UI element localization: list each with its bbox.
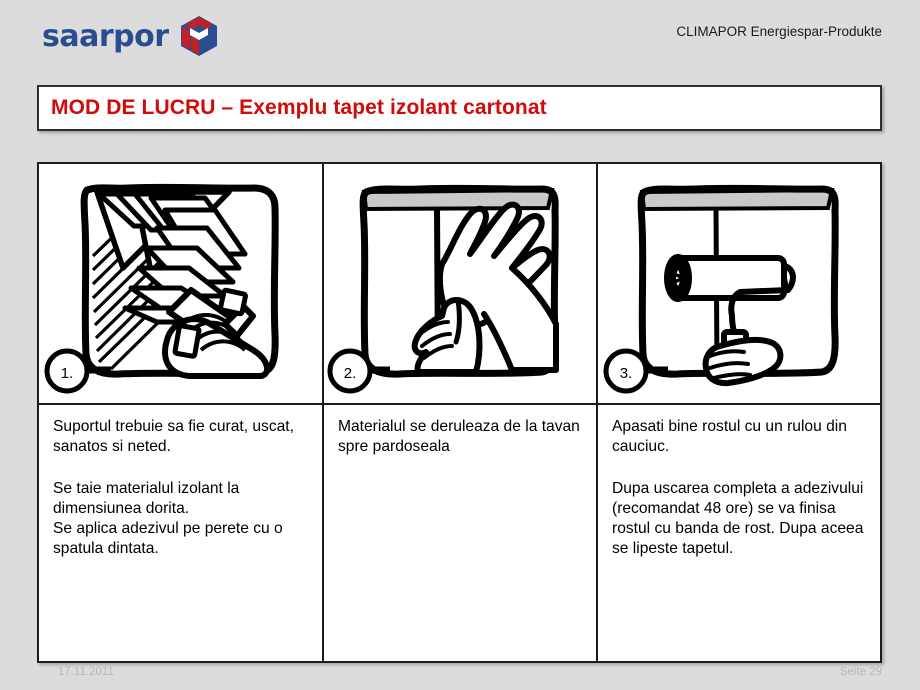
step-1-number: 1. [61, 365, 74, 382]
step-column-3: 3. Apasati bine rostul cu un rulou din c… [598, 164, 880, 661]
header-product-label: CLIMAPOR Energiespar-Produkte [676, 24, 882, 39]
steps-table: 1. Suportul trebuie sa fie curat, uscat,… [37, 162, 882, 663]
step-3-paragraph-1: Apasati bine rostul cu un rulou din cauc… [612, 418, 847, 456]
page-title: MOD DE LUCRU – Exemplu tapet izolant car… [51, 96, 547, 119]
two-hands-unrolling-wallpaper-from-ceiling-icon: 2. [327, 184, 559, 394]
step-column-2: 2. Materialul se deruleaza de la tavan s… [322, 164, 598, 661]
logo-wordmark: saarpor [42, 19, 169, 54]
brand-logo: saarpor [42, 16, 220, 58]
step-column-1: 1. Suportul trebuie sa fie curat, uscat,… [39, 164, 322, 661]
step-3-paragraph-2: Dupa uscarea completa a adezivului (reco… [612, 479, 864, 558]
saarpor-diamond-logo-icon [178, 15, 220, 57]
step-1-text-cell: Suportul trebuie sa fie curat, uscat, sa… [39, 405, 322, 661]
step-1-paragraph-1: Suportul trebuie sa fie curat, uscat, sa… [53, 418, 294, 456]
step-2-illustration-cell: 2. [324, 164, 596, 405]
step-3-text-cell: Apasati bine rostul cu un rulou din cauc… [598, 405, 880, 661]
step-3-illustration-cell: 3. [598, 164, 880, 405]
footer-date: 17.11.2011 [58, 666, 114, 678]
hand-holding-rubber-seam-roller-icon: 3. [603, 184, 839, 394]
step-2-number: 2. [344, 365, 357, 382]
slide-footer: 17.11.2011 Seite 29 [0, 663, 920, 690]
footer-page-number: Seite 29 [839, 666, 882, 678]
step-3-number: 3. [620, 365, 633, 382]
slide-title-box: MOD DE LUCRU – Exemplu tapet izolant car… [37, 85, 882, 131]
step-2-paragraph-1: Materialul se deruleaza de la tavan spre… [338, 418, 580, 456]
slide-header: saarpor CLIMAPOR Energiespar-Produkte [0, 0, 920, 72]
hand-with-notched-spatula-applying-adhesive-icon: 1. [44, 183, 279, 394]
step-1-illustration-cell: 1. [39, 164, 322, 405]
step-2-text-cell: Materialul se deruleaza de la tavan spre… [324, 405, 596, 661]
step-1-paragraph-3: Se aplica adezivul pe perete cu o spatul… [53, 520, 283, 558]
step-1-paragraph-2: Se taie materialul izolant la dimensiune… [53, 479, 240, 517]
